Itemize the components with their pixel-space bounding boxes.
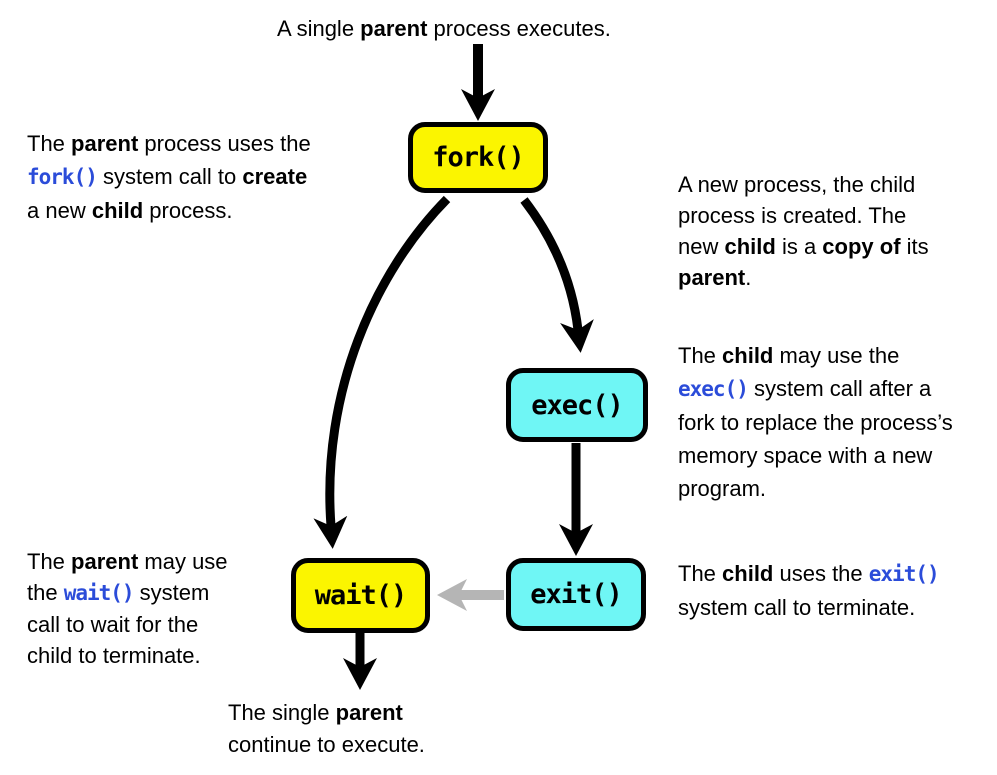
text-segment: exec() bbox=[678, 377, 749, 401]
node-exit: exit() bbox=[506, 558, 646, 631]
text-segment: exit() bbox=[868, 562, 940, 586]
text-segment: memory space with a new bbox=[678, 443, 933, 468]
text-segment: The bbox=[678, 561, 723, 586]
text-segment: may use the bbox=[773, 343, 900, 368]
text-segment: process executes. bbox=[427, 16, 611, 41]
text-segment: The single bbox=[228, 700, 336, 725]
text-segment: system bbox=[133, 580, 210, 605]
arrow-fork-to-wait bbox=[313, 195, 451, 549]
node-exec: exec() bbox=[506, 368, 648, 442]
node-exec-label: exec() bbox=[531, 389, 624, 421]
text-segment: fork() bbox=[27, 165, 98, 189]
text-segment: child to terminate. bbox=[27, 643, 201, 668]
node-wait: wait() bbox=[291, 558, 430, 633]
text-segment: A new process, the child bbox=[678, 172, 916, 197]
node-exit-label: exit() bbox=[530, 579, 623, 610]
caption-top: A single parent process executes. bbox=[277, 13, 611, 45]
text-segment: may use bbox=[138, 549, 228, 574]
annotation-exit-right: The child uses the exit() system call to … bbox=[678, 557, 940, 624]
text-segment: parent bbox=[360, 16, 428, 41]
annotation-exec-right: The child may use the exec() system call … bbox=[678, 339, 953, 505]
annotation-wait-left: The parent may use the wait() system call … bbox=[27, 546, 228, 671]
text-segment: . bbox=[745, 265, 752, 290]
node-fork: fork() bbox=[408, 122, 548, 193]
text-segment: continue to execute. bbox=[228, 732, 425, 757]
text-segment: The bbox=[27, 549, 72, 574]
text-segment: its bbox=[900, 234, 929, 259]
text-segment: a new bbox=[27, 198, 92, 223]
text-segment: parent bbox=[678, 265, 746, 290]
text-segment: process uses the bbox=[138, 131, 311, 156]
text-segment: A single bbox=[277, 16, 361, 41]
annotation-fork-right: A new process, the child process is creat… bbox=[678, 169, 929, 293]
arrow-fork-to-exec bbox=[520, 197, 594, 353]
text-segment: process. bbox=[143, 198, 233, 223]
text-segment: parent bbox=[335, 700, 403, 725]
text-segment: child bbox=[722, 561, 774, 586]
node-wait-label: wait() bbox=[314, 580, 408, 611]
text-segment: create bbox=[242, 164, 308, 189]
text-segment: The bbox=[678, 343, 723, 368]
caption-bottom: The single parent continue to execute. bbox=[228, 697, 425, 761]
annotation-fork-left: The parent process uses the fork() system… bbox=[27, 127, 311, 227]
text-segment: wait() bbox=[63, 581, 135, 605]
text-segment: process is created. The bbox=[678, 203, 907, 228]
text-segment: child bbox=[91, 198, 144, 223]
text-segment: copy of bbox=[822, 234, 901, 259]
text-segment: the bbox=[27, 580, 64, 605]
text-segment: system call after a bbox=[747, 376, 932, 401]
text-segment: parent bbox=[71, 549, 139, 574]
text-segment: child bbox=[724, 234, 776, 259]
text-segment: child bbox=[722, 343, 774, 368]
text-segment: is a bbox=[775, 234, 823, 259]
node-fork-label: fork() bbox=[432, 142, 525, 173]
text-segment: parent bbox=[71, 131, 139, 156]
text-segment: uses the bbox=[773, 561, 869, 586]
text-segment: system call to bbox=[96, 164, 243, 189]
text-segment: fork to replace the process’s bbox=[678, 410, 953, 435]
text-segment: new bbox=[678, 234, 725, 259]
text-segment: program. bbox=[678, 476, 767, 501]
text-segment: The bbox=[27, 131, 72, 156]
text-segment: call to wait for the bbox=[27, 612, 199, 637]
text-segment: system call to terminate. bbox=[678, 595, 916, 620]
